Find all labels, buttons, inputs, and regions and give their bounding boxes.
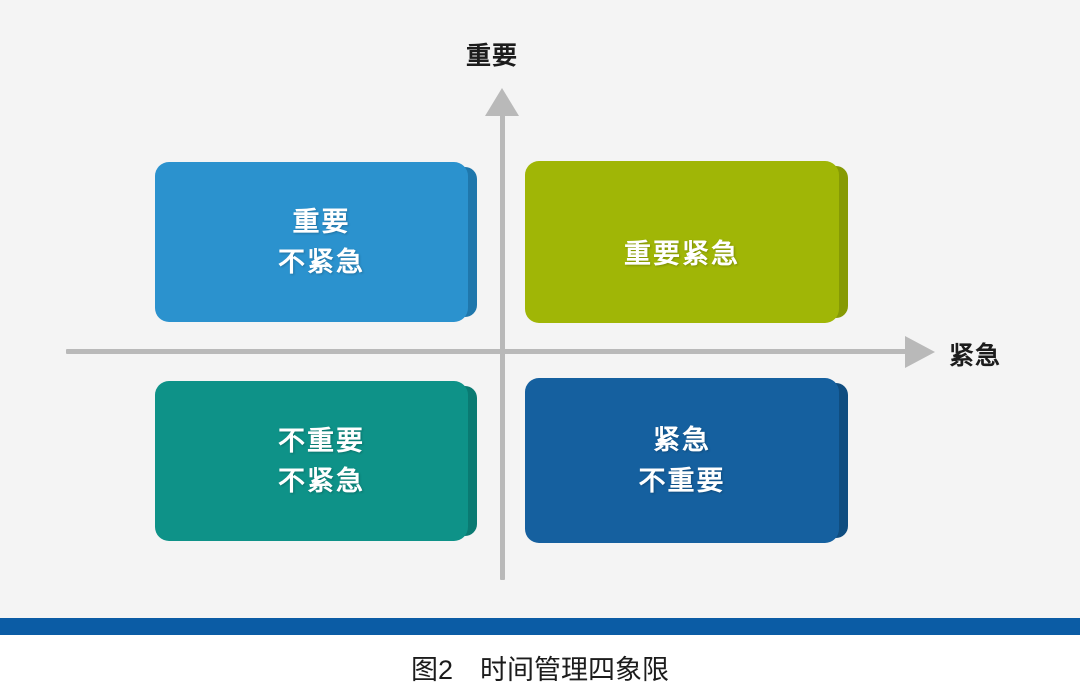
quadrant-face: 不重要 不紧急 bbox=[155, 381, 468, 541]
figure-caption: 图2 时间管理四象限 bbox=[410, 655, 670, 685]
quadrant-label-line-2: 不紧急 bbox=[278, 466, 365, 496]
quadrant-label-line-1: 不重要 bbox=[278, 425, 365, 456]
quadrant-face: 紧急 不重要 bbox=[525, 378, 839, 543]
horizontal-axis-line bbox=[66, 349, 911, 354]
divider-bar bbox=[0, 618, 1080, 635]
quadrant-face: 重要紧急 bbox=[525, 161, 839, 323]
horizontal-axis-label: 紧急 bbox=[949, 342, 1002, 370]
horizontal-axis-arrowhead-icon bbox=[905, 336, 935, 368]
quadrant-label-line-2: 不紧急 bbox=[278, 247, 365, 277]
quadrant-label-line-1: 重要紧急 bbox=[624, 238, 740, 269]
quadrant-important-urgent[interactable]: 重要紧急 bbox=[525, 161, 848, 323]
vertical-axis-arrowhead-icon bbox=[485, 88, 519, 116]
quadrant-label-line-1: 重要 bbox=[292, 206, 351, 237]
quadrant-not-important-not-urgent[interactable]: 不重要 不紧急 bbox=[155, 381, 477, 541]
figure-canvas: 重要 紧急 重要 不紧急 重要紧急 不重要 不紧急 bbox=[0, 0, 1080, 618]
quadrant-important-not-urgent[interactable]: 重要 不紧急 bbox=[155, 162, 477, 322]
quadrant-urgent-not-important[interactable]: 紧急 不重要 bbox=[525, 378, 848, 543]
vertical-axis-label: 重要 bbox=[466, 42, 519, 70]
quadrant-label-line-2: 不重要 bbox=[638, 465, 726, 496]
quadrant-label-line-1: 紧急 bbox=[653, 425, 711, 455]
vertical-axis-line bbox=[500, 112, 505, 580]
quadrant-face: 重要 不紧急 bbox=[155, 162, 468, 322]
